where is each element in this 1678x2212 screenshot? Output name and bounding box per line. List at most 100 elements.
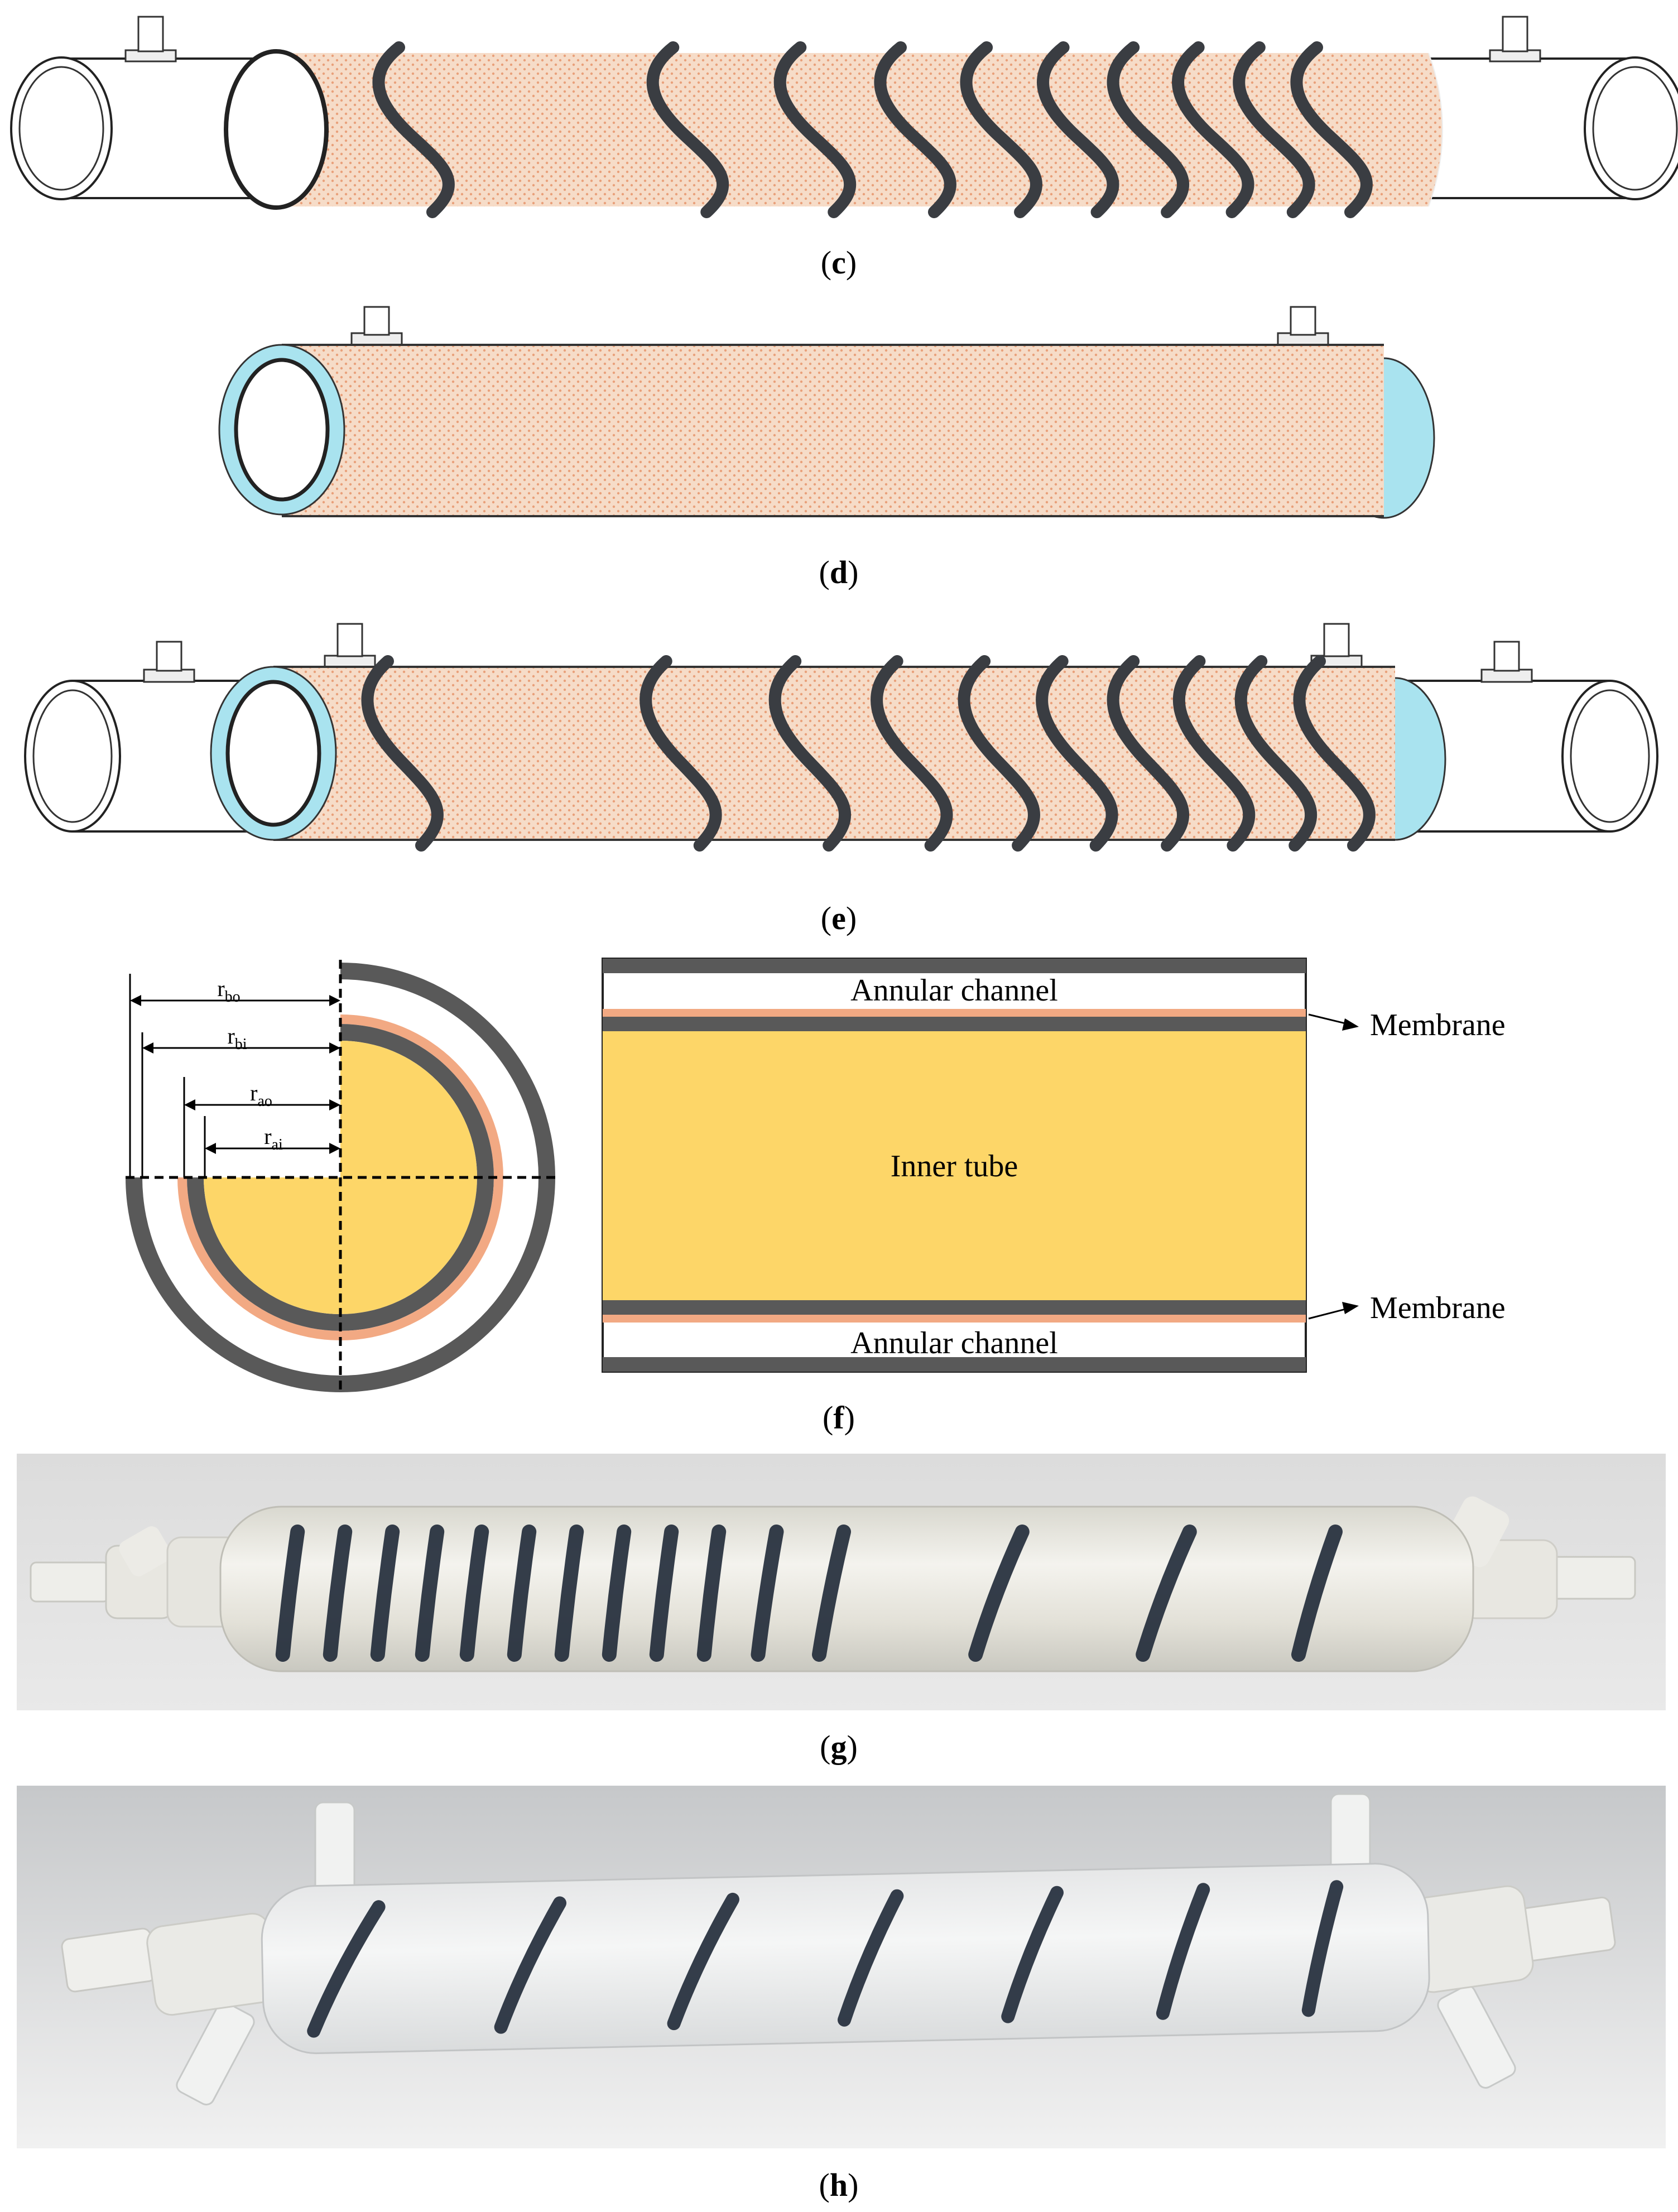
spacer-wire-stripe xyxy=(554,1525,584,1662)
outer-wall-lower-left xyxy=(126,1177,340,1392)
label-annular-channel-top: Annular channel xyxy=(850,973,1058,1008)
spacer-wire-turn xyxy=(1036,655,1118,852)
spacer-wire-turn xyxy=(874,41,956,218)
spacer-wire-turn xyxy=(1234,655,1317,852)
spacer-wire-stripe xyxy=(507,1525,537,1662)
spacer-wire-stripe xyxy=(1136,1525,1197,1662)
spacer-wire-stripe xyxy=(494,1896,567,2034)
caption-e: (e) xyxy=(821,900,857,936)
membrane-callout-bottom: Membrane xyxy=(1308,1291,1506,1325)
caption-f: (f) xyxy=(823,1400,855,1436)
inner-lumen-lower-left xyxy=(204,1177,340,1314)
spacer-wire-stripe xyxy=(275,1525,305,1662)
spacer-wire-stripe xyxy=(307,1900,386,2038)
end-cap-ring-e-left xyxy=(210,666,337,841)
inner-wall-bottom xyxy=(603,1300,1306,1315)
dimension-arrowheads xyxy=(130,995,340,1154)
membrane-layer-top xyxy=(603,1009,1306,1017)
spacer-wire-turn xyxy=(958,655,1040,852)
inner-wall-upper-right xyxy=(340,1024,494,1177)
panel-c: (c) xyxy=(10,16,1678,281)
port-e-outer-left xyxy=(143,641,195,683)
spacer-wire-turn xyxy=(1107,655,1189,852)
inner-lumen-upper-right xyxy=(340,1041,477,1177)
fitting-g-right xyxy=(1443,1496,1636,1619)
spacer-wire-turn xyxy=(773,41,856,218)
fitting-g-left xyxy=(30,1526,241,1628)
inner-wall-top xyxy=(603,1017,1306,1031)
spacer-wire-turn xyxy=(1172,41,1254,218)
spacer-wire-turn xyxy=(361,655,444,852)
port-d-left xyxy=(350,306,403,347)
label-r-bi: rbi xyxy=(227,1023,247,1053)
spacer-wire-turn xyxy=(646,41,729,218)
spacer-wire-stripe xyxy=(459,1525,489,1662)
inner-wall-lower-left xyxy=(187,1177,340,1331)
spacer-wire-stripe xyxy=(751,1525,784,1662)
panel-h-photo: (h) xyxy=(17,1786,1666,2203)
outer-wall-bottom xyxy=(603,1357,1306,1372)
spacer-wire-turn xyxy=(1037,41,1119,218)
port-h-bottom-right xyxy=(1437,1985,1516,2089)
spacer-wire-stripe xyxy=(1301,1880,1344,2017)
panel-e: (e) xyxy=(24,623,1658,936)
label-annular-channel-bottom: Annular channel xyxy=(850,1326,1058,1360)
spacer-wire-turn xyxy=(1233,41,1315,218)
panel-g-photo: (g) xyxy=(17,1454,1666,1765)
label-inner-tube: Inner tube xyxy=(891,1149,1018,1184)
spacer-wire-turn xyxy=(1107,41,1189,218)
label-r-ao: rao xyxy=(250,1080,272,1110)
caption-c: (c) xyxy=(821,244,857,281)
label-membrane-top: Membrane xyxy=(1370,1008,1506,1042)
caption-d: (d) xyxy=(819,554,859,590)
fitting-h-right xyxy=(1407,1885,1616,1993)
spacer-wire-stripe xyxy=(838,1889,904,2027)
spacer-wire-turn xyxy=(640,655,722,852)
cross-section-diagram: rbo rbi rao rai xyxy=(126,960,558,1395)
label-r-bo: rbo xyxy=(217,976,240,1006)
spacer-wire-stripe xyxy=(370,1525,400,1662)
spacer-wire-stripe xyxy=(1291,1525,1343,1662)
spacer-wire-e xyxy=(361,655,1376,852)
spacer-wire-stripe xyxy=(323,1525,353,1662)
membrane-ring-upper-right xyxy=(340,1014,503,1177)
dimension-lines xyxy=(129,974,334,1177)
spacer-wire-turn xyxy=(1172,655,1256,852)
spacer-wire-stripe xyxy=(968,1525,1030,1662)
spacer-wire-turn xyxy=(960,41,1042,218)
spacer-wire-stripe xyxy=(602,1525,632,1662)
spacer-wire-stripe xyxy=(649,1525,679,1662)
outer-wall-top xyxy=(603,959,1306,973)
end-cap-ring-d-left xyxy=(218,344,345,516)
panel-f: rbo rbi rao rai Annular channel Inner tu… xyxy=(126,958,1506,1436)
membrane-tube-d xyxy=(282,344,1384,517)
port-c-right xyxy=(1489,16,1541,62)
inner-tube-region xyxy=(603,1031,1306,1300)
membrane-callout-top: Membrane xyxy=(1308,1008,1506,1042)
spacer-wire-photo-g xyxy=(275,1525,1343,1662)
caption-h: (h) xyxy=(819,2167,859,2203)
fitting-h-left xyxy=(61,1912,278,2016)
spacer-wire-turn xyxy=(871,655,953,852)
membrane-layer-bottom xyxy=(603,1315,1306,1323)
port-c-left xyxy=(124,16,177,62)
label-membrane-bottom: Membrane xyxy=(1370,1291,1506,1325)
spacer-wire-stripe xyxy=(667,1892,739,2031)
label-r-ai: rai xyxy=(264,1124,283,1153)
spacer-wire-stripe xyxy=(1001,1886,1064,2023)
panel-d: (d) xyxy=(218,306,1435,590)
port-e-inner-left xyxy=(324,623,376,669)
spacer-wire-photo-h xyxy=(307,1880,1344,2038)
port-e-outer-right xyxy=(1480,641,1533,683)
longitudinal-section-diagram: Annular channel Inner tube Annular chann… xyxy=(602,958,1506,1373)
port-h-top-left xyxy=(314,1801,355,1898)
spacer-wire-c xyxy=(372,41,1373,218)
outer-wall-upper-right xyxy=(340,963,555,1177)
spacer-wire-stripe xyxy=(415,1525,445,1662)
caption-g: (g) xyxy=(820,1729,858,1765)
spacer-wire-stripe xyxy=(1156,1883,1210,2020)
spacer-wire-stripe xyxy=(696,1525,727,1662)
membrane-ring-lower-left xyxy=(177,1177,340,1340)
spacer-wire-turn xyxy=(1293,655,1376,852)
